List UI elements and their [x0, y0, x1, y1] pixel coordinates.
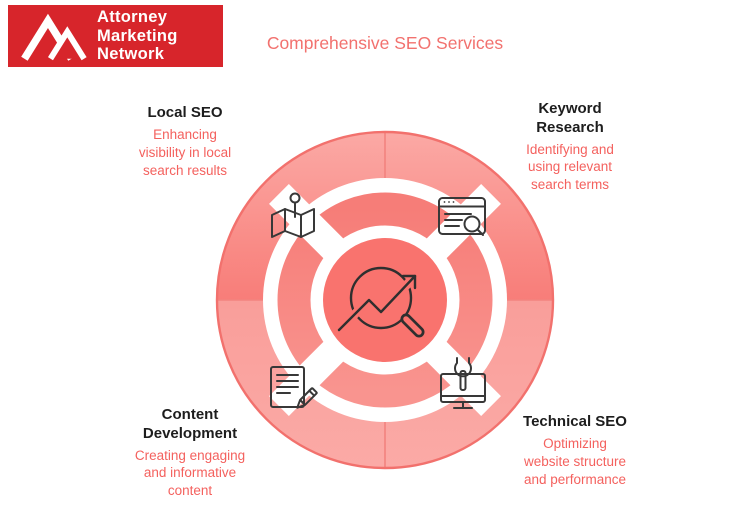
browser-search-icon	[438, 197, 486, 236]
inner-ring	[277, 192, 493, 408]
segment-title: Local SEO	[147, 104, 223, 121]
monitor-wrench-icon	[440, 357, 486, 409]
segment-title: Content Development	[142, 406, 238, 442]
page-title: Comprehensive SEO Services	[266, 33, 504, 53]
document-pencil-icon	[270, 366, 318, 409]
center-circle	[323, 238, 447, 362]
segment-title: Technical SEO	[523, 413, 627, 430]
brand-line-3: Network	[97, 45, 165, 64]
brand-name: Attorney Marketing Network	[97, 8, 178, 64]
mountain-logo-icon	[21, 13, 87, 61]
segment-description: Creating engaging and informative conten…	[134, 447, 246, 499]
brand-line-1: Attorney	[97, 7, 168, 26]
segment-label-local-seo: Local SEO Enhancing visibility in local …	[110, 104, 260, 180]
segment-description: Optimizing website structure and perform…	[523, 435, 627, 487]
segment-description: Enhancing visibility in local search res…	[138, 126, 232, 178]
segment-description: Identifying and using relevant search te…	[526, 141, 614, 193]
segment-label-technical-seo: Technical SEO Optimizing website structu…	[500, 413, 650, 489]
outer-rim	[215, 130, 555, 470]
map-pin-icon	[271, 192, 315, 238]
brand-logo-block: Attorney Marketing Network	[8, 5, 223, 67]
segment-label-content-development: Content Development Creating engaging an…	[115, 406, 265, 500]
segment-label-keyword-research: Keyword Research Identifying and using r…	[500, 100, 640, 194]
seo-growth-magnifier-icon	[334, 266, 425, 338]
brand-line-2: Marketing	[97, 26, 178, 45]
segment-title: Keyword Research	[536, 100, 604, 136]
seo-services-wheel	[215, 130, 555, 470]
